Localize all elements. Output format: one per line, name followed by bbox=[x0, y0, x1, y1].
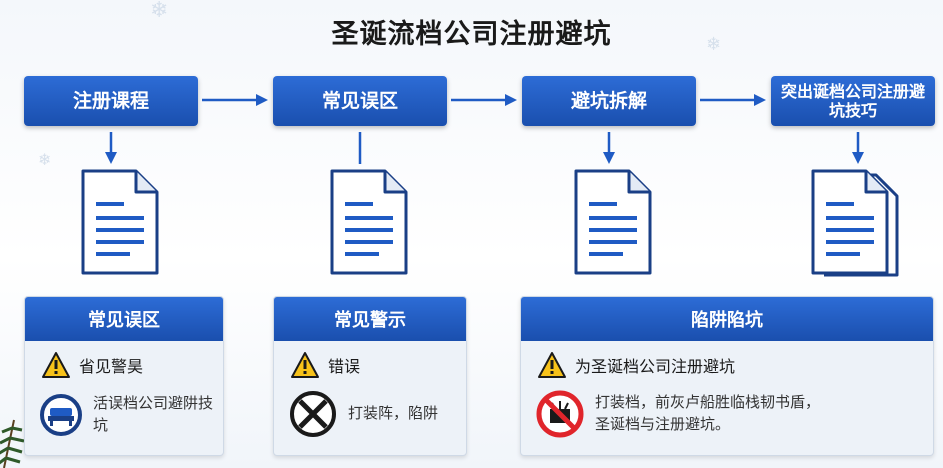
desk-icon bbox=[40, 394, 82, 436]
document-stack-icon bbox=[811, 169, 899, 277]
card-pitfalls: 陷阱陷坑 为圣诞档公司注册避坑 打装档，前灰卢船胜临栈韧书盾， 圣诞档与注册避坑… bbox=[520, 296, 934, 456]
detail-row: 打装档，前灰卢船胜临栈韧书盾， 圣诞档与注册避坑。 bbox=[535, 389, 820, 439]
detail-text-line-1: 打装档，前灰卢船胜临栈韧书盾， bbox=[595, 393, 821, 412]
arrow-right-icon bbox=[202, 94, 268, 106]
snowflake-icon: ❄ bbox=[38, 150, 52, 169]
arrow-right-icon bbox=[700, 94, 766, 106]
detail-row: 活误档公司避阱技坑 bbox=[39, 393, 219, 437]
step-pitfall-breakdown: 避坑拆解 bbox=[522, 76, 696, 126]
diagram-title: 圣诞流档公司注册避坑 bbox=[331, 19, 612, 50]
card-header: 常见警示 bbox=[274, 297, 466, 341]
step-common-mistakes: 常见误区 bbox=[273, 76, 447, 126]
document-icon bbox=[330, 169, 408, 275]
snowflake-icon: ❄ bbox=[706, 34, 722, 55]
warning-text: 为圣诞档公司注册避坑 bbox=[575, 357, 736, 376]
document-icon bbox=[81, 169, 159, 275]
detail-row: 打装阵，陷阱 bbox=[288, 389, 438, 439]
warning-icon bbox=[42, 352, 70, 378]
warning-row: 错误 bbox=[290, 351, 360, 379]
warning-icon bbox=[291, 352, 319, 378]
step-highlight-tips: 突出诞档公司注册避坑技巧 bbox=[771, 76, 935, 126]
arrow-down-icon bbox=[105, 132, 117, 164]
warning-row: 为圣诞档公司注册避坑 bbox=[537, 351, 735, 379]
card-header: 常见误区 bbox=[25, 297, 223, 341]
warning-text: 省见警昊 bbox=[79, 357, 144, 376]
detail-text: 活误档公司避阱技坑 bbox=[93, 394, 214, 434]
warning-row: 省见警昊 bbox=[41, 351, 143, 379]
pine-branch-icon bbox=[0, 419, 25, 468]
detail-text: 打装阵，陷阱 bbox=[348, 404, 439, 423]
step-register-course: 注册课程 bbox=[24, 76, 198, 126]
detail-text-line-2: 圣诞档与注册避坑。 bbox=[595, 415, 731, 433]
prohibited-icon bbox=[290, 391, 336, 437]
connector-line bbox=[358, 132, 362, 164]
card-common-warnings: 常见警示 错误 打装阵，陷阱 bbox=[273, 296, 467, 456]
arrow-down-icon bbox=[603, 132, 615, 164]
no-entry-icon bbox=[536, 390, 584, 438]
document-icon bbox=[574, 169, 652, 275]
warning-icon bbox=[538, 352, 566, 378]
warning-text: 错误 bbox=[328, 357, 361, 376]
card-header: 陷阱陷坑 bbox=[521, 297, 933, 341]
card-common-mistakes: 常见误区 省见警昊 活误档公司避阱技坑 bbox=[24, 296, 224, 456]
arrow-down-icon bbox=[852, 132, 864, 164]
snowflake-icon: ❄ bbox=[150, 0, 169, 23]
arrow-right-icon bbox=[451, 94, 517, 106]
